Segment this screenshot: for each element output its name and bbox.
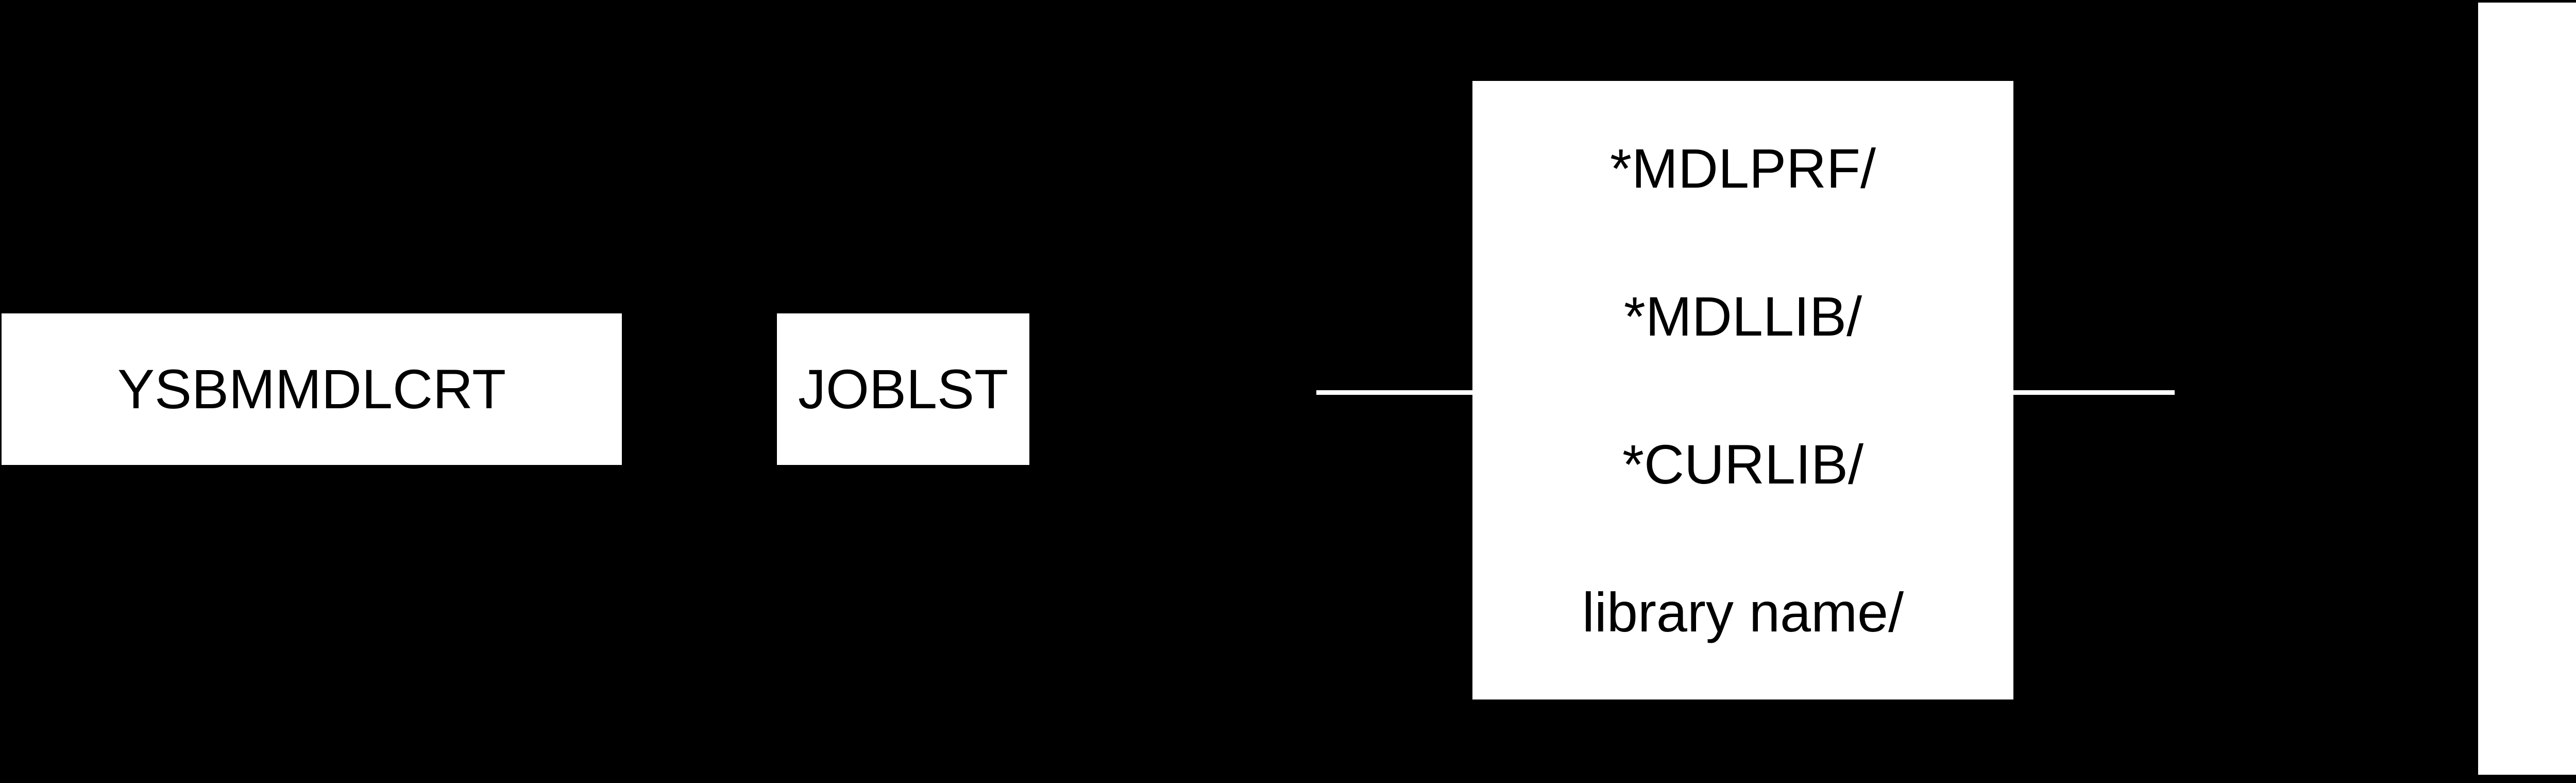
node-value-choices: *MDLPRF *USER *SELECT(1) *WRKSTN list na… [2478,3,2576,775]
node-parameter-keyword-line-1: JOBLST [798,358,1009,420]
connector-line-qualifier-to-values [2013,390,2175,395]
connector-line-keyword-to-qualifier [1316,390,1473,395]
qualifier-option-curlib: *CURLIB/ [1622,432,1864,495]
value-option-list-name: list name [2478,656,2576,711]
value-option-mdlprf: *MDLPRF [2478,66,2576,122]
qualifier-option-library-name: library name/ [1582,580,1904,643]
qualifier-option-mdlprf: *MDLPRF/ [1609,137,1876,199]
node-parameter-keyword: JOBLST [777,313,1029,465]
node-command-name: YSBMMDLCRT [2,313,622,465]
value-option-user: *USER [2478,213,2576,269]
qualifier-option-mdllib: *MDLLIB/ [1623,285,1862,347]
value-option-select-1: *SELECT(1) [2478,361,2576,417]
node-command-name-line-1: YSBMMDLCRT [117,358,506,420]
value-option-wrkstn: *WRKSTN [2478,508,2576,564]
node-library-qualifier-choices: *MDLPRF/ *MDLLIB/ *CURLIB/ library name/ [1472,81,2013,699]
